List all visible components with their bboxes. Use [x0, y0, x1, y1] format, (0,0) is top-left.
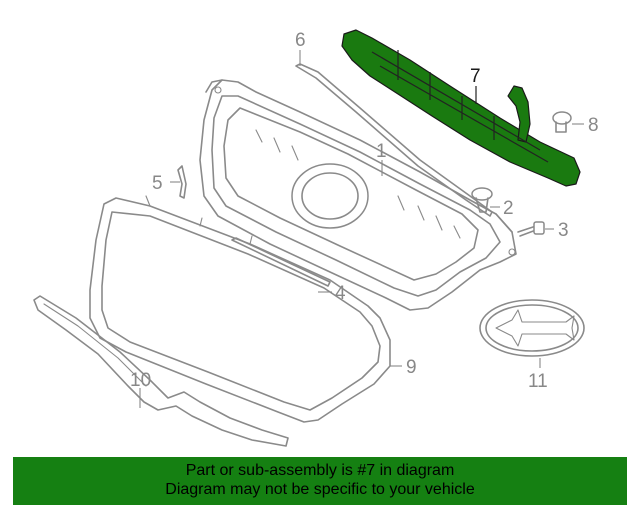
part-8-bolt — [552, 111, 572, 133]
part-1-grille — [199, 79, 517, 311]
part-4-moulding — [231, 237, 331, 287]
callout-2: 2 — [503, 198, 514, 219]
part-info-banner: Part or sub-assembly is #7 in diagram Di… — [13, 457, 627, 505]
callout-11: 11 — [528, 371, 548, 392]
part-2-clip — [471, 187, 493, 213]
parts-diagram: 1 2 3 4 5 6 7 8 9 10 11 — [33, 29, 599, 447]
callout-10: 10 — [130, 370, 151, 391]
banner-line-part-number: Part or sub-assembly is #7 in diagram — [185, 462, 455, 479]
callout-6: 6 — [295, 30, 306, 51]
part-5-clip — [177, 165, 187, 199]
leader-lines — [139, 50, 584, 408]
callout-7: 7 — [470, 66, 481, 87]
callout-3: 3 — [558, 220, 569, 241]
banner-line-disclaimer: Diagram may not be specific to your vehi… — [165, 481, 475, 498]
callout-8: 8 — [588, 115, 599, 136]
callout-1: 1 — [376, 141, 387, 162]
part-3-screw — [517, 221, 545, 237]
part-10-lower-trim — [33, 295, 289, 447]
callout-5: 5 — [152, 173, 163, 194]
callout-4: 4 — [335, 283, 346, 304]
part-11-emblem — [479, 299, 585, 357]
callout-9: 9 — [406, 357, 417, 378]
part-7-bracket — [341, 29, 581, 187]
part-9-grille-frame — [89, 195, 391, 423]
